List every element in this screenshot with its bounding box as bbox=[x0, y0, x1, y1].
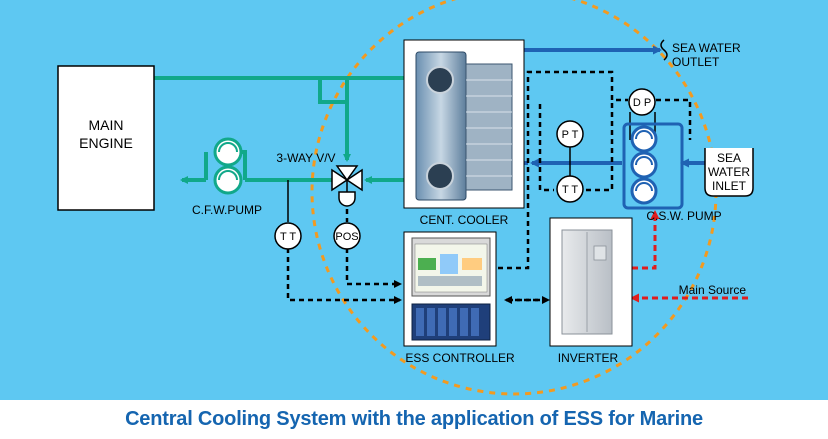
sea-water-inlet-label-1: SEA bbox=[717, 151, 741, 165]
cfw-pump: C.F.W.PUMP bbox=[192, 137, 262, 217]
ess-controller-label: ESS CONTROLLER bbox=[405, 351, 515, 365]
signal-pt-link bbox=[538, 104, 554, 192]
inverter-label: INVERTER bbox=[558, 351, 619, 365]
tt-fresh-label: T T bbox=[280, 231, 296, 243]
csw-pump-1-impeller bbox=[635, 130, 653, 140]
inverter: INVERTER bbox=[549, 217, 633, 365]
main-engine-box bbox=[57, 65, 155, 211]
valve-top-wedge bbox=[335, 165, 359, 182]
cooler-plate-lines bbox=[466, 79, 512, 177]
main-engine-label-1: MAIN bbox=[89, 117, 124, 133]
instrument-tt-fresh: T T bbox=[274, 222, 302, 250]
cooling-system-diagram: MAIN ENGINE C.F.W.PUMP 3-WAY V/V T T POS… bbox=[0, 0, 828, 400]
central-cooler: CENT. COOLER bbox=[403, 39, 525, 227]
csw-pump-manifold bbox=[622, 122, 684, 210]
dp-label: D P bbox=[633, 97, 651, 109]
power-lines bbox=[630, 210, 748, 303]
inverter-to-pump-power bbox=[632, 210, 660, 270]
instrument-dp: D P bbox=[628, 88, 656, 116]
cooler-port-bottom bbox=[426, 162, 454, 190]
pt-label: P T bbox=[562, 129, 579, 141]
csw-pump-3-impeller bbox=[635, 182, 653, 192]
pos-label: POS bbox=[335, 231, 358, 243]
valve-left-wedge bbox=[331, 168, 349, 192]
cfw-pump-label: C.F.W.PUMP bbox=[192, 203, 262, 217]
three-way-valve-label: 3-WAY V/V bbox=[276, 151, 335, 165]
sea-water-outlet-label-1: SEA WATER bbox=[672, 41, 741, 55]
instrument-tt-sea: T T bbox=[556, 175, 584, 203]
cent-cooler-label: CENT. COOLER bbox=[420, 213, 509, 227]
main-engine: MAIN ENGINE bbox=[57, 65, 155, 211]
csw-pump: C.S.W. PUMP bbox=[622, 122, 722, 223]
ess-controller: ESS CONTROLLER bbox=[403, 231, 515, 365]
hmi-widget-2 bbox=[440, 254, 458, 274]
hmi-status-strip bbox=[418, 276, 482, 286]
hmi-widget-3 bbox=[462, 258, 482, 270]
tt-sea-label: T T bbox=[562, 184, 578, 196]
main-engine-label-2: ENGINE bbox=[79, 135, 133, 151]
diagram-caption: Central Cooling System with the applicat… bbox=[125, 408, 703, 430]
signal-dp-to-pump bbox=[656, 98, 692, 140]
dp-circle bbox=[628, 88, 656, 116]
pt-circle bbox=[556, 120, 584, 148]
inverter-panel-icon bbox=[593, 245, 607, 261]
csw-pump-2-impeller bbox=[635, 156, 653, 166]
plc-modules bbox=[416, 308, 479, 336]
cfw-pump-2-impeller bbox=[218, 170, 238, 181]
signal-tt-to-controller bbox=[286, 248, 402, 304]
tt-fresh-circle bbox=[274, 222, 302, 250]
sea-water-inlet: SEA WATER INLET bbox=[704, 148, 754, 197]
sea-water-inlet-label-3: INLET bbox=[712, 179, 747, 193]
main-source-label: Main Source bbox=[679, 283, 747, 297]
csw-pump-label: C.S.W. PUMP bbox=[646, 209, 721, 223]
fresh-water-lines bbox=[154, 74, 414, 184]
sea-water-lines bbox=[520, 45, 705, 168]
sea-water-outlet: SEA WATER OUTLET bbox=[660, 39, 741, 69]
signal-pos-to-controller bbox=[345, 248, 402, 288]
cfw-pump-1-impeller bbox=[218, 142, 238, 153]
cooler-port-top bbox=[426, 66, 454, 94]
sea-water-inlet-label-2: WATER bbox=[708, 165, 750, 179]
signal-lines bbox=[286, 70, 692, 304]
valve-right-wedge bbox=[345, 168, 363, 192]
fresh-water-bypass-line bbox=[318, 78, 351, 162]
instrument-pos: POS bbox=[333, 222, 361, 250]
caption-bar: Central Cooling System with the applicat… bbox=[0, 400, 828, 439]
sea-water-outlet-label-2: OUTLET bbox=[672, 55, 720, 69]
pos-circle bbox=[333, 222, 361, 250]
hmi-widget-1 bbox=[418, 258, 436, 270]
signal-tt-sea-link bbox=[586, 100, 614, 192]
instrument-pt: P T bbox=[556, 120, 584, 148]
outlet-wave-icon bbox=[660, 39, 668, 61]
sea-chest-icon bbox=[704, 148, 754, 197]
tt-sea-circle bbox=[556, 175, 584, 203]
cooler-plate-pack bbox=[465, 63, 513, 191]
three-way-valve: 3-WAY V/V bbox=[276, 151, 363, 207]
valve-actuator-icon bbox=[338, 191, 356, 207]
